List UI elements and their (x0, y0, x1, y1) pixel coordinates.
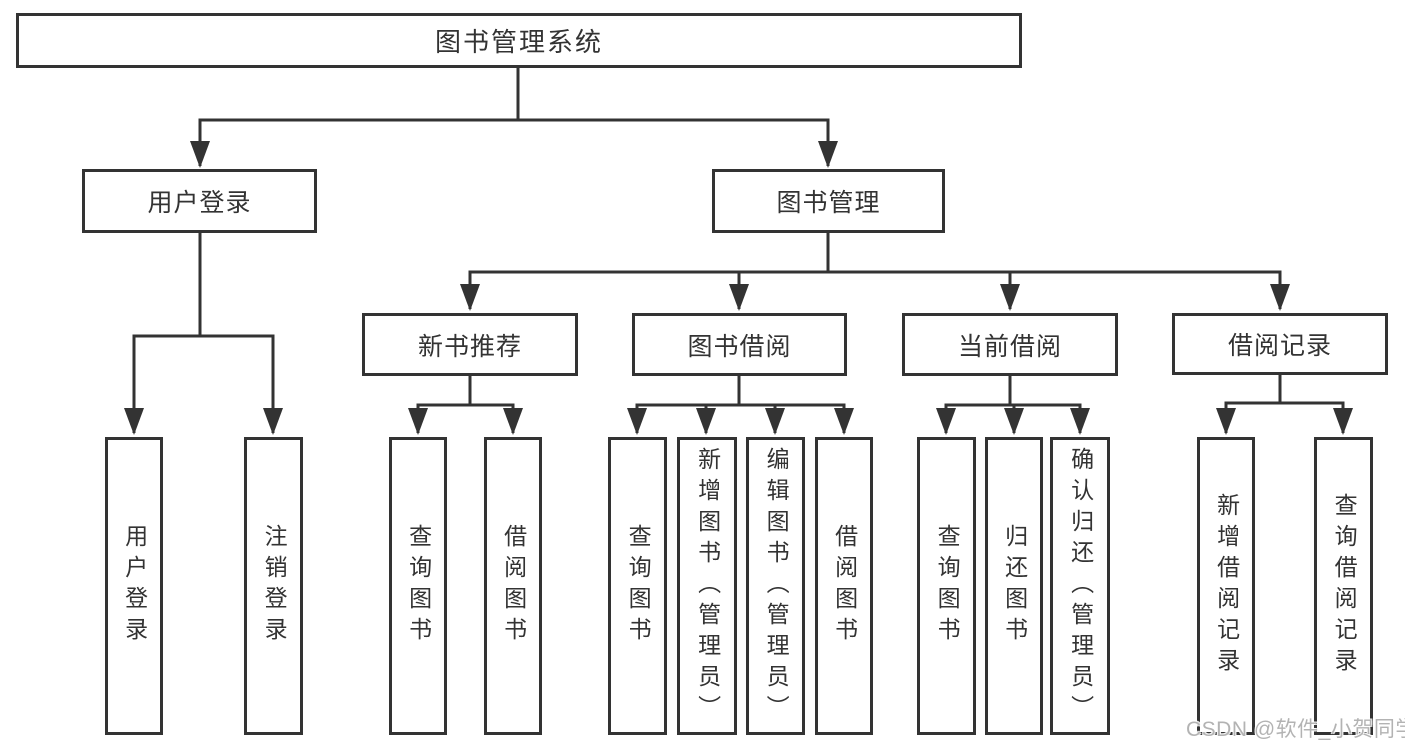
leaf-query-books-borrow-label: 查询图书 (625, 524, 652, 648)
leaf-user-login: 用户登录 (105, 437, 163, 735)
connector-new-book-recommend-children (408, 376, 523, 435)
leaf-borrow-books-borrow-label: 借阅图书 (831, 524, 858, 648)
leaf-add-book-admin-label: 新增图书（管理员） (694, 446, 721, 726)
node-current-borrow-label: 当前借阅 (957, 332, 1062, 361)
leaf-query-books-recommend: 查询图书 (389, 437, 447, 735)
node-book-borrow-label: 图书借阅 (687, 332, 792, 361)
leaf-return-book: 归还图书 (985, 437, 1043, 735)
leaf-borrow-books-recommend: 借阅图书 (484, 437, 542, 735)
leaf-edit-book-admin: 编辑图书（管理员） (746, 437, 805, 735)
leaf-query-borrow-record: 查询借阅记录 (1314, 437, 1373, 735)
node-root-label: 图书管理系统 (434, 27, 603, 57)
connector-user-login-children (124, 233, 283, 435)
node-new-book-recommend-label: 新书推荐 (417, 332, 522, 361)
leaf-add-borrow-record: 新增借阅记录 (1197, 437, 1255, 735)
node-book-management-label: 图书管理 (776, 189, 881, 217)
leaf-query-borrow-record-label: 查询借阅记录 (1331, 493, 1358, 679)
leaf-query-books-current-label: 查询图书 (934, 524, 961, 648)
node-root: 图书管理系统 (16, 13, 1022, 68)
leaf-confirm-return-admin-label: 确认归还（管理员） (1067, 446, 1094, 726)
node-new-book-recommend: 新书推荐 (362, 313, 578, 376)
leaf-edit-book-admin-label: 编辑图书（管理员） (763, 446, 790, 726)
leaf-borrow-books-borrow: 借阅图书 (815, 437, 873, 735)
connector-book-management-children (460, 233, 1290, 311)
leaf-add-book-admin: 新增图书（管理员） (677, 437, 737, 735)
connector-borrow-records-children (1216, 375, 1353, 435)
node-borrow-records: 借阅记录 (1172, 313, 1388, 375)
leaf-logout: 注销登录 (244, 437, 303, 735)
leaf-add-borrow-record-label: 新增借阅记录 (1213, 493, 1240, 679)
leaf-query-books-borrow: 查询图书 (608, 437, 667, 735)
leaf-user-login-label: 用户登录 (121, 524, 148, 648)
node-user-login-label: 用户登录 (147, 189, 252, 217)
connector-current-borrow-children (936, 376, 1090, 435)
connector-book-borrow-children (627, 376, 854, 435)
leaf-query-books-current: 查询图书 (917, 437, 976, 735)
connector-root-to-level2 (190, 68, 838, 168)
node-book-borrow: 图书借阅 (632, 313, 847, 376)
csdn-watermark: CSDN @软件_小贺同学 (1186, 718, 1405, 741)
leaf-confirm-return-admin: 确认归还（管理员） (1050, 437, 1110, 735)
leaf-query-books-recommend-label: 查询图书 (405, 524, 432, 648)
leaf-borrow-books-recommend-label: 借阅图书 (500, 524, 527, 648)
leaf-logout-label: 注销登录 (261, 524, 288, 648)
node-user-login: 用户登录 (82, 169, 317, 233)
node-book-management: 图书管理 (712, 169, 945, 233)
node-borrow-records-label: 借阅记录 (1227, 332, 1332, 360)
leaf-return-book-label: 归还图书 (1001, 524, 1028, 648)
node-current-borrow: 当前借阅 (902, 313, 1118, 376)
